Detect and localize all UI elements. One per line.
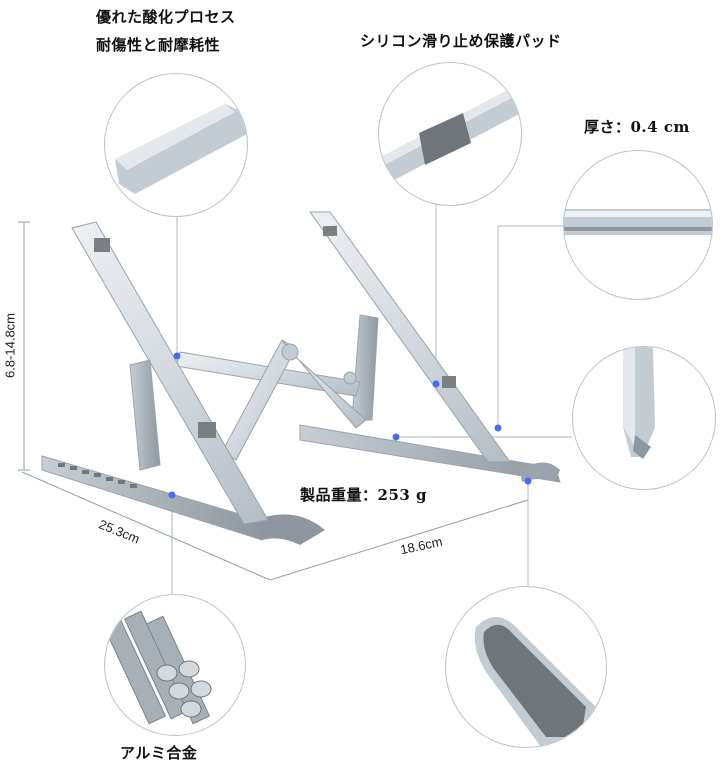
label-oxidation-line2: 耐傷性と耐摩耗性 (96, 36, 221, 54)
callout-hinge-detail (572, 346, 716, 490)
rear-support-arm (309, 211, 511, 463)
rear-base-bar (299, 424, 561, 483)
callout-aluminum-alloy (104, 594, 246, 736)
front-support-arm (71, 221, 269, 525)
callout-foot-pad (445, 586, 607, 748)
front-base-bar (41, 455, 325, 545)
label-thickness: 厚さ：0.4 cm (584, 118, 690, 136)
detail-markers (168, 352, 532, 499)
label-oxidation-line1: 優れた酸化プロセス (96, 8, 236, 26)
callout-oxidized-surface (104, 73, 248, 217)
label-aluminum-alloy: アルミ合金 (120, 744, 198, 762)
scissor-links (175, 339, 367, 461)
label-weight: 製品重量：253 g (300, 486, 428, 504)
label-silicone-pad: シリコン滑り止め保護パッド (360, 32, 562, 50)
callout-thickness (563, 150, 713, 300)
dim-height-range: 6.8-14.8cm (2, 312, 18, 379)
callout-silicone-pad (378, 62, 522, 206)
